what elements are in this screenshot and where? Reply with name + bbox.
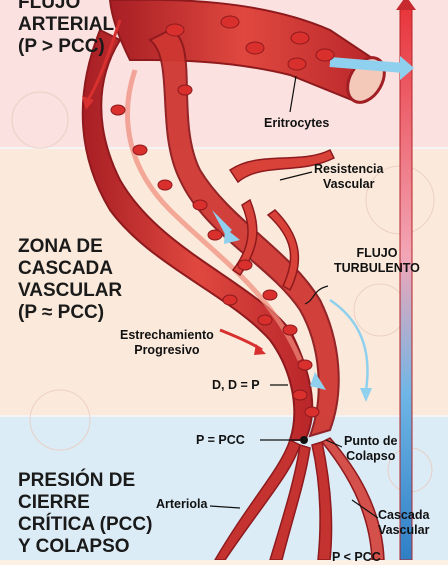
flow-arrow-icon: [212, 210, 326, 390]
side-branch: [228, 148, 336, 292]
label-collapse-point: Punto de Colapso: [344, 434, 398, 463]
pressure-gradient-bar: [396, 0, 416, 560]
zone-divider: [0, 147, 448, 149]
zone-title-arterial: FLUJO ARTERIAL (P > PCC): [18, 0, 115, 57]
label-arteriole: Arteriola: [156, 497, 208, 511]
zone-title-cascade: ZONA DE CASCADA VASCULAR (P ≈ PCC): [18, 236, 123, 323]
collapse-point-marker: [300, 436, 308, 444]
label-vascular-resistance: Resistencia Vascular: [314, 162, 384, 191]
red-blood-cell-icon: [110, 15, 335, 418]
lower-branches: [214, 437, 385, 560]
leader-lines: [209, 75, 379, 519]
main-artery: [108, 0, 414, 104]
zone-title-collapse: PRESIÓN DE CIERRE CRÍTICA (PCC) Y COLAPS…: [18, 470, 153, 557]
label-vascular-cascade: Cascada Vascular: [378, 508, 430, 537]
label-d-equals-p: D, D = P: [212, 378, 260, 392]
label-p-less-pcc: P < PCC: [332, 550, 381, 564]
label-turbulent-flow: FLUJO TURBULENTO: [334, 246, 420, 275]
turbulent-flow-arrow: [329, 298, 369, 391]
label-progressive-narrowing: Estrechamiento Progresivo: [120, 328, 214, 357]
label-erythrocytes: Eritrocytes: [264, 116, 330, 130]
pressure-arrow-icon: [86, 19, 122, 101]
label-p-equals-pcc: P = PCC: [196, 433, 245, 447]
zone-divider: [0, 415, 448, 417]
